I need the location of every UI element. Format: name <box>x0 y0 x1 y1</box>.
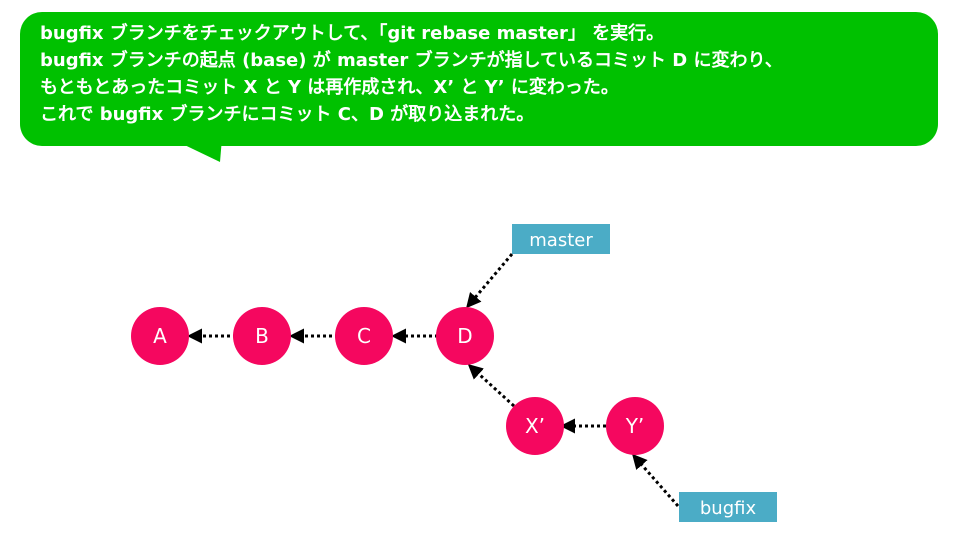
callout-bubble <box>20 12 938 146</box>
arrow-x2-to-d <box>467 363 516 408</box>
commit-y-prime: Y’ <box>606 397 664 455</box>
branch-bugfix-label: bugfix <box>700 498 757 519</box>
callout-line-3: もともとあったコミット X と Y は再作成され、X’ と Y’ に変わった。 <box>40 77 619 98</box>
commit-d: D <box>436 307 494 365</box>
commit-x-prime-label: X’ <box>525 414 545 438</box>
commit-b: B <box>233 307 291 365</box>
commit-c: C <box>335 307 393 365</box>
arrow-master-to-d <box>466 253 514 309</box>
branch-master-label: master <box>529 230 593 251</box>
branch-master: master <box>512 224 610 254</box>
arrow-bugfix-to-y2 <box>632 453 680 507</box>
commit-c-label: C <box>357 324 371 348</box>
commit-b-label: B <box>255 324 269 348</box>
commit-x-prime: X’ <box>506 397 564 455</box>
callout-line-2: bugfix ブランチの起点 (base) が master ブランチが指してい… <box>40 50 783 71</box>
commit-a-label: A <box>153 324 167 348</box>
callout-line-1: bugfix ブランチをチェックアウトして、「git rebase master… <box>40 23 665 44</box>
commit-y-prime-label: Y’ <box>625 414 645 438</box>
callout-line-4: これで bugfix ブランチにコミット C、D が取り込まれた。 <box>40 104 535 125</box>
callout-text: bugfix ブランチをチェックアウトして、「git rebase master… <box>40 20 930 128</box>
branch-bugfix: bugfix <box>679 492 777 522</box>
commit-a: A <box>131 307 189 365</box>
commit-d-label: D <box>457 324 472 348</box>
